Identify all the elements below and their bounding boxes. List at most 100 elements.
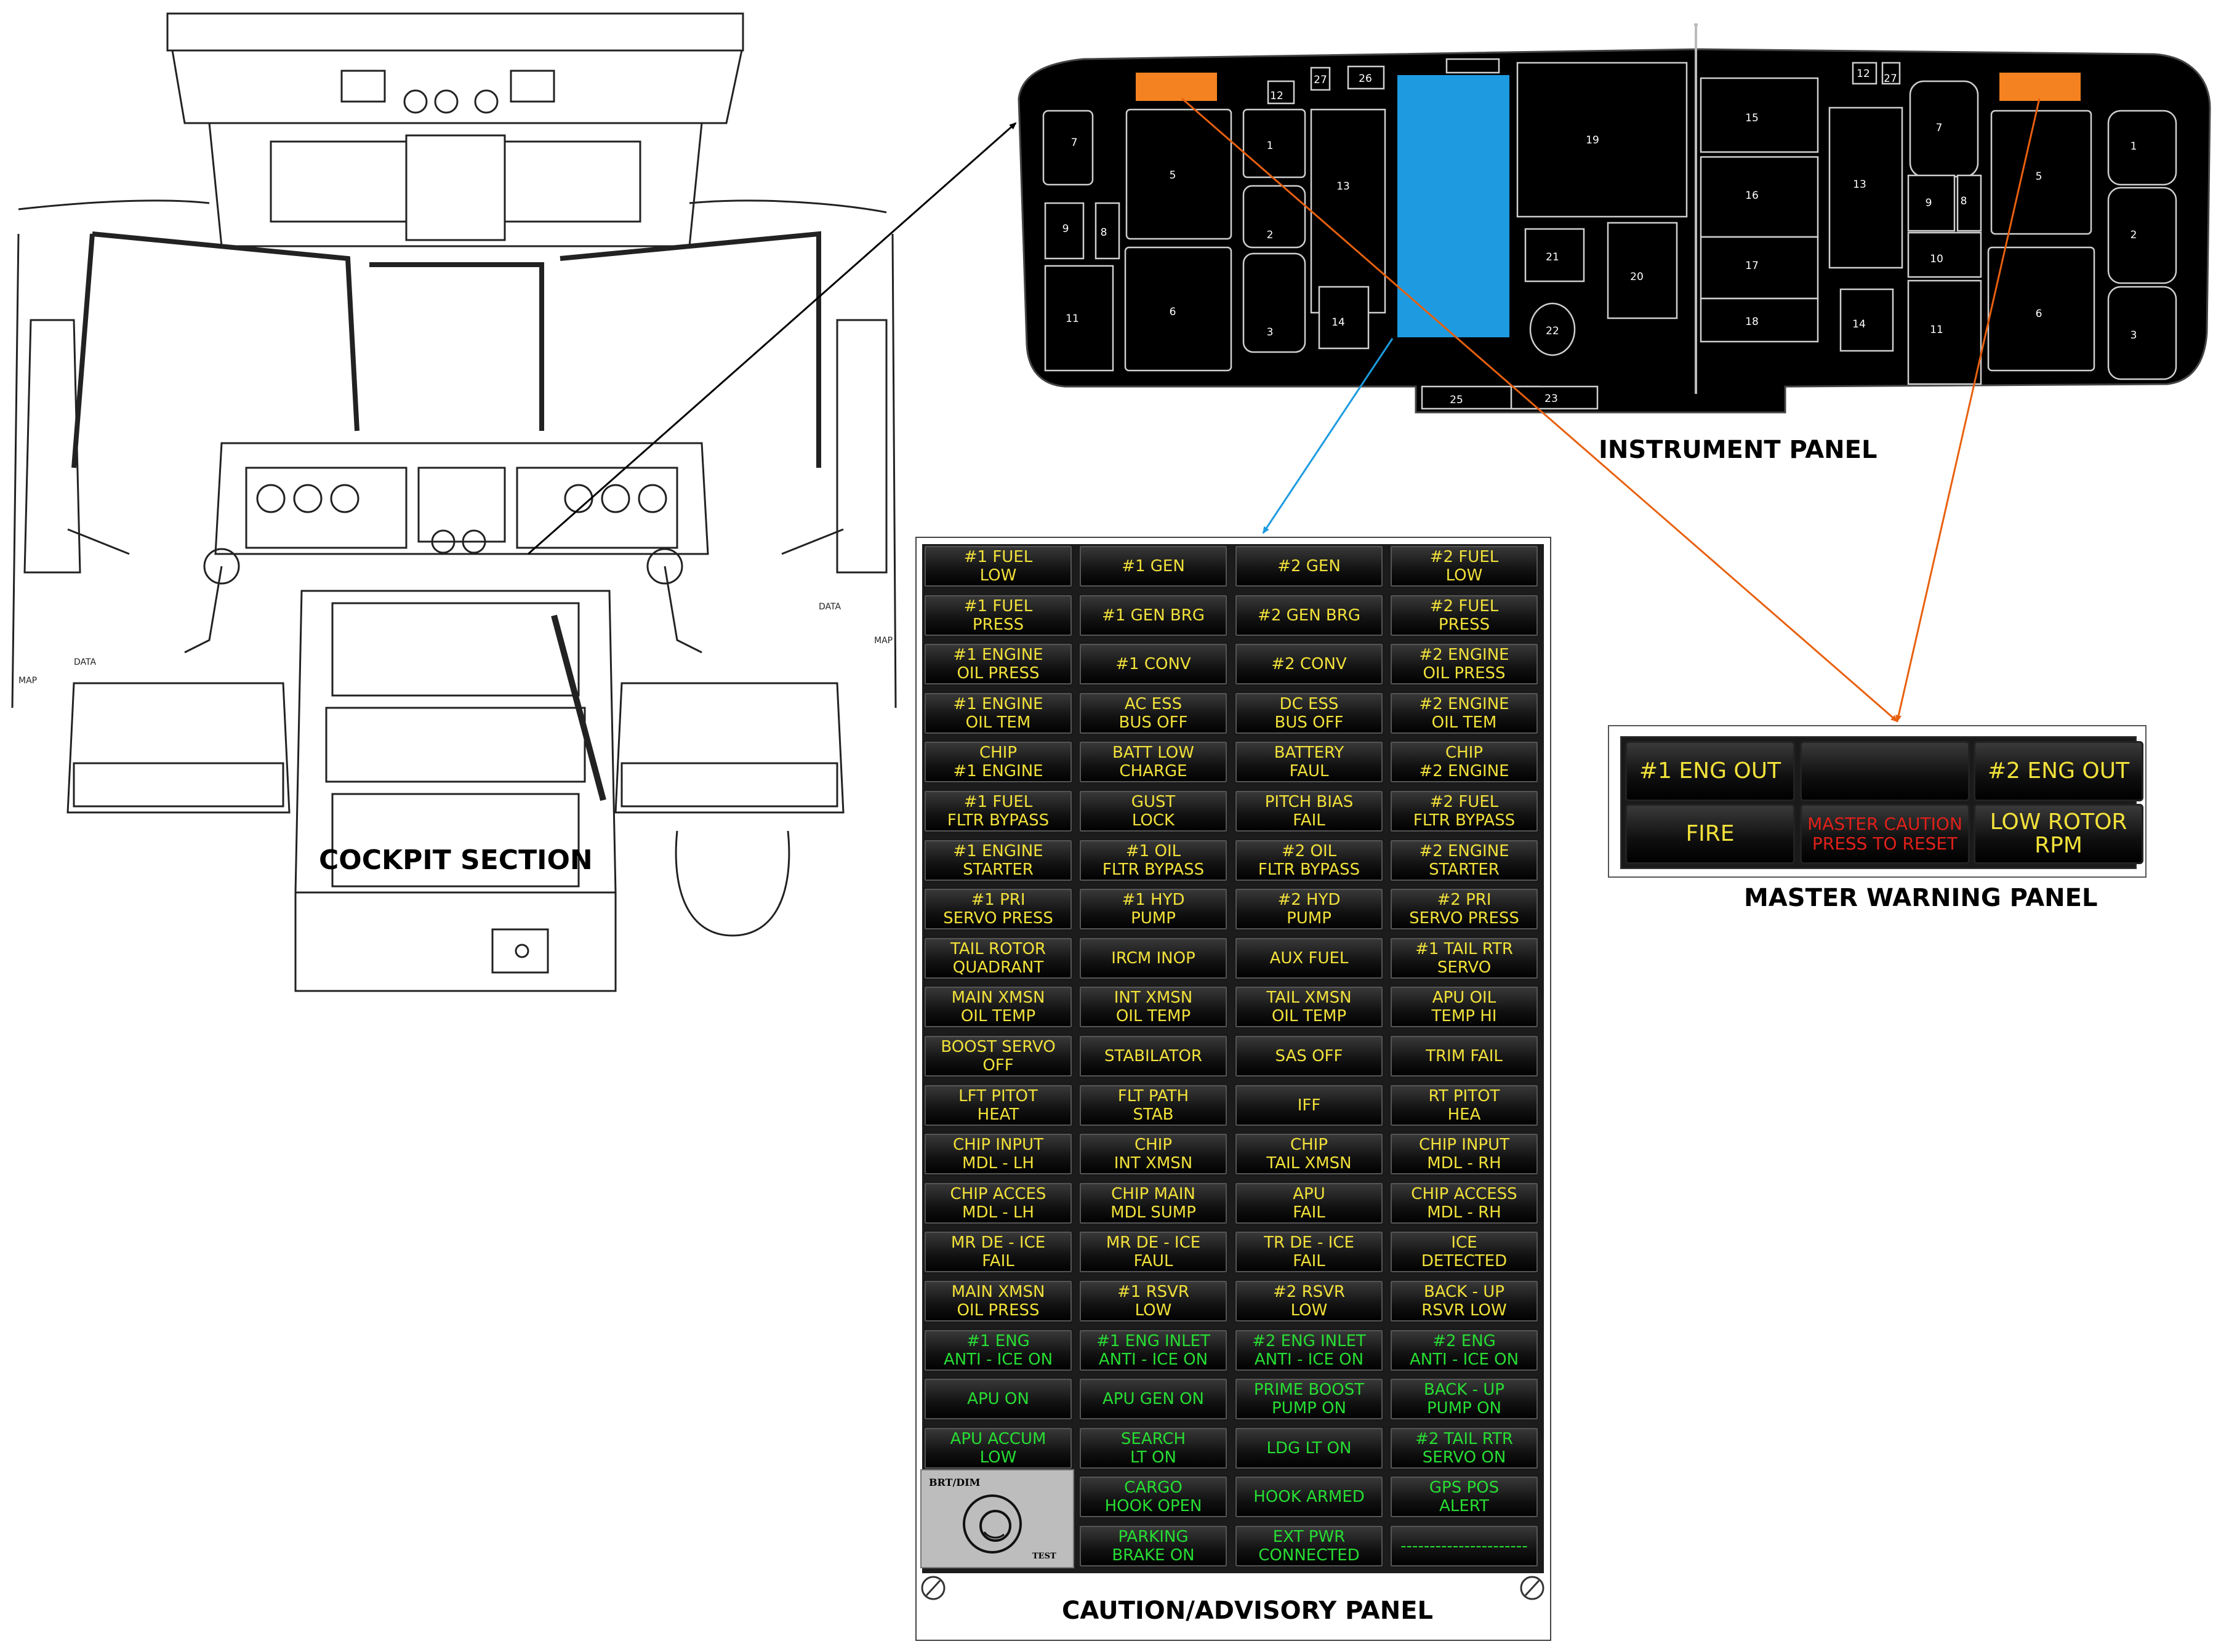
caution-light: CHIP ACCESS MDL - RH	[1389, 1181, 1540, 1225]
caution-light: TAIL XMSN OIL TEMP	[1234, 985, 1384, 1029]
caution-light: #1 ENGINE STARTER	[923, 838, 1074, 883]
ip-box-left-12	[1267, 80, 1295, 105]
ip-num-left-2: 2	[1267, 229, 1274, 241]
caution-light: MR DE - ICE FAUL	[1078, 1230, 1229, 1274]
ip-box-right-10	[1907, 231, 1982, 278]
caution-light: GUST LOCK	[1078, 789, 1229, 833]
ip-num-right-2: 2	[2131, 229, 2137, 241]
caution-light: CHIP TAIL XMSN	[1234, 1132, 1384, 1176]
caution-light: PRIME BOOST PUMP ON	[1234, 1377, 1384, 1421]
caution-light: #1 GEN	[1078, 544, 1229, 588]
caution-light: HOOK ARMED	[1234, 1475, 1384, 1519]
caution-light: #1 ENG INLET ANTI - ICE ON	[1078, 1328, 1229, 1373]
caution-light: #2 FUEL PRESS	[1389, 593, 1540, 638]
caution-light: #2 GEN	[1234, 544, 1384, 588]
ip-box-left-11	[1044, 265, 1114, 372]
ip-num-right-10: 10	[1930, 253, 1943, 265]
ip-box-right-15	[1700, 77, 1819, 153]
caution-light: LDG LT ON	[1234, 1426, 1384, 1470]
ip-master-warning-left-highlight	[1136, 73, 1217, 101]
instrument-panel-label: INSTRUMENT PANEL	[1599, 436, 1878, 464]
brt-dim-knob-icon[interactable]	[958, 1490, 1026, 1558]
master-warning-light[interactable]: MASTER CAUTION PRESS TO RESET	[1800, 804, 1970, 864]
caution-light: BATT LOW CHARGE	[1078, 740, 1229, 784]
caution-light: IFF	[1234, 1083, 1384, 1128]
caution-light: #2 GEN BRG	[1234, 593, 1384, 638]
sketch-side-label: DATA	[819, 602, 841, 612]
caution-light: BACK - UP PUMP ON	[1389, 1377, 1540, 1421]
ip-num-center-22: 22	[1546, 325, 1559, 337]
caution-light: CHIP MAIN MDL SUMP	[1078, 1181, 1229, 1225]
overhead-panel	[208, 122, 703, 247]
ip-num-right-6: 6	[2036, 308, 2042, 320]
right-seat	[614, 682, 845, 814]
arrow-left-warning-to-master-panel	[1181, 97, 1898, 723]
caution-light: EXT PWR CONNECTED	[1234, 1524, 1384, 1568]
ip-num-left-27: 27	[1314, 74, 1327, 86]
ip-num-right-1: 1	[2131, 140, 2137, 153]
caution-light: #1 ENG ANTI - ICE ON	[923, 1328, 1074, 1373]
ip-box-right-8	[1956, 174, 1982, 232]
caution-light: SEARCH LT ON	[1078, 1426, 1229, 1470]
ip-num-right-12: 12	[1857, 68, 1870, 80]
ip-box-right-3	[2107, 286, 2177, 380]
arrow-right-warning-to-master-panel	[1895, 98, 2041, 723]
ip-box-right-14	[1839, 288, 1894, 352]
ip-box-left-13	[1310, 108, 1386, 314]
left-seat	[66, 682, 291, 814]
arrow-instrument-to-caution-panel	[1262, 338, 1394, 534]
ip-box-right-11	[1907, 279, 1982, 385]
test-label: TEST	[1032, 1552, 1056, 1561]
caution-light: MR DE - ICE FAIL	[923, 1230, 1074, 1274]
ip-small-slot	[1445, 58, 1500, 74]
ip-num-right-16: 16	[1745, 190, 1759, 202]
ip-box-left-2	[1242, 185, 1306, 249]
ip-box-left-9	[1044, 202, 1085, 260]
caution-light: #2 ENGINE STARTER	[1389, 838, 1540, 883]
caution-light: #2 ENG ANTI - ICE ON	[1389, 1328, 1540, 1373]
master-warning-light: #1 ENG OUT	[1625, 741, 1795, 801]
sketch-side-label: MAP	[18, 676, 37, 686]
caution-light: #2 HYD PUMP	[1234, 887, 1384, 931]
sketch-side-label: MAP	[874, 636, 893, 646]
caution-light: #2 ENG INLET ANTI - ICE ON	[1234, 1328, 1384, 1373]
sketch-instrument-panel	[214, 442, 709, 555]
ip-num-left-14: 14	[1331, 316, 1345, 329]
ip-box-center-20	[1607, 222, 1678, 319]
master-warning-light: #2 ENG OUT	[1974, 741, 2143, 801]
caution-light: APU OIL TEMP HI	[1389, 985, 1540, 1029]
ip-master-warning-right-highlight	[1999, 73, 2081, 101]
caution-light: #2 PRI SERVO PRESS	[1389, 887, 1540, 931]
caution-light: MAIN XMSN OIL PRESS	[923, 1279, 1074, 1323]
caution-light: #2 ENGINE OIL TEM	[1389, 691, 1540, 736]
ip-box-right-27	[1881, 62, 1901, 85]
caution-light: GPS POS ALERT	[1389, 1475, 1540, 1519]
caution-light: APU GEN ON	[1078, 1377, 1229, 1421]
ip-box-center-22	[1529, 302, 1576, 356]
caution-light: BATTERY FAUL	[1234, 740, 1384, 784]
overhead-console-top	[166, 12, 744, 52]
caution-light: CHIP INT XMSN	[1078, 1132, 1229, 1176]
instrument-panel-diagram: 7 5 1 12 27 26 13 2 9 8 11 6 3 14 19 21 …	[1018, 23, 2211, 414]
ip-box-left-26	[1347, 65, 1385, 90]
caution-light: PARKING BRAKE ON	[1078, 1524, 1229, 1568]
ip-num-right-27: 27	[1884, 73, 1897, 85]
caution-light: #2 RSVR LOW	[1234, 1279, 1384, 1323]
caution-light: #1 FUEL LOW	[923, 544, 1074, 588]
caution-light: #2 FUEL LOW	[1389, 544, 1540, 588]
brt-dim-control[interactable]: BRT/DIM TEST	[920, 1469, 1074, 1568]
ip-box-right-18	[1700, 297, 1819, 343]
caution-light: #1 FUEL PRESS	[923, 593, 1074, 638]
sketch-side-label: DATA	[74, 657, 96, 667]
ip-box-right-9	[1907, 174, 1956, 232]
ip-num-left-6: 6	[1170, 306, 1176, 318]
ip-box-left-3	[1242, 252, 1306, 353]
ip-box-right-12	[1852, 62, 1878, 85]
caution-light: TRIM FAIL	[1389, 1034, 1540, 1078]
caution-light: STABILATOR	[1078, 1034, 1229, 1078]
ip-num-right-9: 9	[1926, 197, 1932, 209]
caution-light: #2 FUEL FLTR BYPASS	[1389, 789, 1540, 833]
